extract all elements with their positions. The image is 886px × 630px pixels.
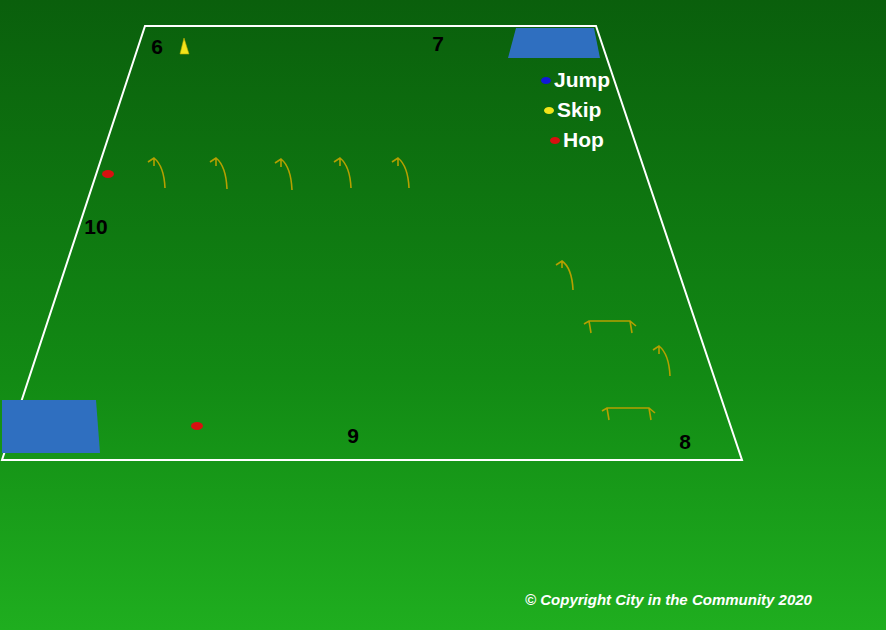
station-number: 7 xyxy=(432,32,444,56)
hurdle xyxy=(392,158,409,188)
station-number: 8 xyxy=(679,430,691,454)
red-disc xyxy=(191,422,203,430)
hurdle xyxy=(556,261,573,290)
hurdle xyxy=(334,158,351,188)
legend-row: Hop xyxy=(550,128,604,152)
blue-zone xyxy=(508,28,600,58)
station-number: 10 xyxy=(84,215,107,239)
station-number-holder: 7 xyxy=(432,32,444,56)
hurdle xyxy=(275,159,292,190)
legend-swatch xyxy=(550,137,560,144)
legend-swatch xyxy=(541,77,551,84)
copyright-caption: © Copyright City in the Community 2020 xyxy=(525,591,812,608)
legend-text: Skip xyxy=(557,98,601,122)
pitch-boundary xyxy=(2,26,742,460)
station-number-holder: 10 xyxy=(84,215,107,239)
legend-row: Skip xyxy=(544,98,601,122)
red-disc xyxy=(102,170,114,178)
flat-hurdle xyxy=(602,408,655,420)
station-number: 9 xyxy=(347,424,359,448)
station-number-holder: 8 xyxy=(679,430,691,454)
legend-swatch xyxy=(544,107,554,114)
flat-hurdle xyxy=(584,321,636,333)
caption-holder: © Copyright City in the Community 2020 xyxy=(525,591,812,609)
hurdle xyxy=(148,158,165,188)
legend-row: Jump xyxy=(541,68,610,92)
legend-text: Jump xyxy=(554,68,610,92)
station-number-holder: 9 xyxy=(347,424,359,448)
blue-zone xyxy=(2,400,100,453)
legend-text: Hop xyxy=(563,128,604,152)
hurdle xyxy=(210,158,227,189)
marker-cone xyxy=(180,38,189,54)
hurdles xyxy=(148,158,670,420)
hurdle xyxy=(653,346,670,376)
station-number-holder: 6 xyxy=(151,35,163,59)
station-number: 6 xyxy=(151,35,163,59)
